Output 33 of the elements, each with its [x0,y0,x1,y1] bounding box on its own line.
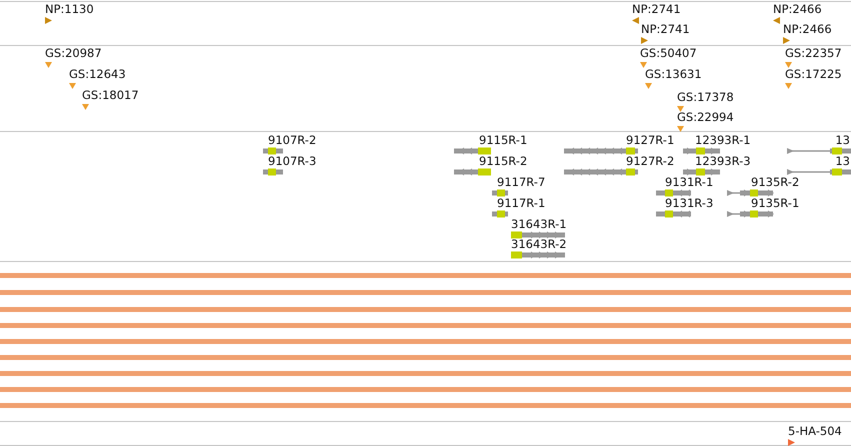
feature-label: NP:2741 [632,3,681,16]
gene-label: 12393R-3 [695,155,751,168]
feature-label: NP:2466 [783,23,832,36]
gene-label: 31643R-2 [511,238,567,251]
gene-label: 13 [835,155,850,168]
gene-label: 9107R-2 [268,134,316,147]
feature-label: GS:17225 [785,68,842,81]
feature-label: GS:50407 [640,47,697,60]
gene-label: 9131R-1 [665,176,714,189]
gene-label: 9115R-1 [479,134,528,147]
feature-label: GS:22357 [785,47,842,60]
gene-label: 9135R-1 [751,197,800,210]
gene-label: 9117R-7 [497,176,546,189]
gene-label: 9117R-1 [497,197,546,210]
feature-label: NP:2466 [773,3,822,16]
feature-label: NP:1130 [45,3,94,16]
feature-label: GS:22994 [677,111,734,124]
gene-label: 9135R-2 [751,176,800,189]
feature-label: NP:2741 [641,23,690,36]
feature-label: 5-HA-504 [788,425,842,438]
feature-label: GS:13631 [645,68,702,81]
feature-label: GS:17378 [677,91,734,104]
gene-label: 9127R-1 [626,134,674,147]
gene-label: 9131R-3 [665,197,714,210]
gene-label: 9115R-2 [479,155,528,168]
gene-label: 13 [835,134,850,147]
gene-label: 31643R-1 [511,218,567,231]
feature-label: GS:12643 [69,68,126,81]
feature-label: GS:20987 [45,47,102,60]
gene-label: 9127R-2 [626,155,674,168]
gene-label: 12393R-1 [695,134,751,147]
gene-label: 9107R-3 [268,155,316,168]
feature-label: GS:18017 [82,89,139,102]
